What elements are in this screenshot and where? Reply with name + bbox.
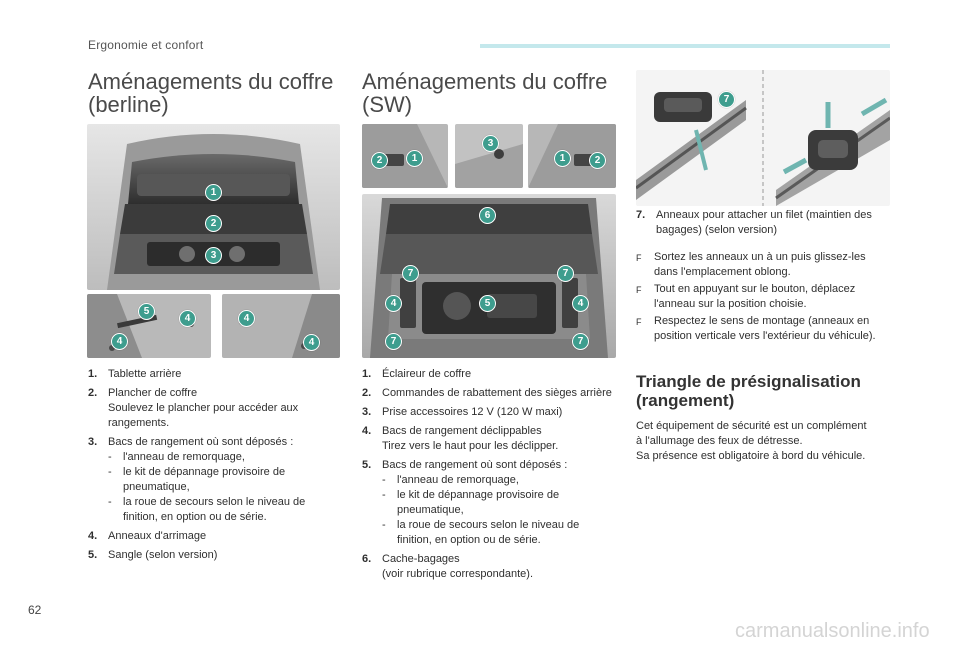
legend-item: 2. Commandes de rabattement des sièges a… [362,387,612,399]
callout-rings-7: 7 [718,91,735,108]
sw-title: Aménagements du coffre (SW) [362,69,608,117]
header-accent-bar [480,44,890,48]
triangle-title: Triangle de présignalisation (rangement) [636,372,861,410]
callout-sw-4a: 4 [385,295,402,312]
instruction-item: F Respectez le sens de montage (anneaux … [636,315,876,342]
legend-item: 3. Bacs de rangement où sont déposés : -… [88,436,306,523]
section-header: Ergonomie et confort [88,38,204,52]
legend-item: 1. Éclaireur de coffre [362,368,472,380]
berline-side-right-photo [222,294,340,358]
callout-sw-2b: 2 [589,152,606,169]
legend-item: 6. Cache-bagages (voir rubrique correspo… [362,553,534,580]
berline-title: Aménagements du coffre (berline) [88,69,334,117]
callout-berline-4b: 4 [111,333,128,350]
callout-berline-1: 1 [205,184,222,201]
callout-sw-5: 5 [479,295,496,312]
callout-berline-4d: 4 [303,334,320,351]
callout-sw-7a: 7 [402,265,419,282]
legend-item: 7. Anneaux pour attacher un filet (maint… [636,209,872,236]
callout-sw-6: 6 [479,207,496,224]
legend-item: 4. Bacs de rangement déclippables Tirez … [362,425,559,452]
legend-item: 5. Sangle (selon version) [88,549,218,561]
legend-item: 2. Plancher de coffre Soulevez le planch… [88,387,299,429]
legend-item: 1. Tablette arrière [88,368,182,380]
callout-berline-4c: 4 [238,310,255,327]
net-ring-illustration [636,70,890,206]
watermark: carmanualsonline.info [735,620,930,642]
callout-berline-4a: 4 [179,310,196,327]
callout-sw-3: 3 [482,135,499,152]
rings-legend: 7. Anneaux pour attacher un filet (maint… [636,208,890,242]
callout-sw-7d: 7 [572,333,589,350]
legend-item: 4. Anneaux d'arrimage [88,530,207,542]
callout-sw-7c: 7 [385,333,402,350]
callout-sw-4b: 4 [572,295,589,312]
sw-legend: 1. Éclaireur de coffre 2. Commandes de r… [362,367,614,586]
rings-instructions: F Sortez les anneaux un à un puis glisse… [636,250,890,346]
legend-item: 5. Bacs de rangement où sont déposés : -… [362,459,580,546]
callout-berline-2: 2 [205,215,222,232]
legend-item: 3. Prise accessoires 12 V (120 W maxi) [362,406,563,418]
callout-sw-1a: 1 [406,150,423,167]
callout-sw-2a: 2 [371,152,388,169]
callout-sw-1b: 1 [554,150,571,167]
sw-socket-photo [455,124,523,188]
callout-berline-3: 3 [205,247,222,264]
berline-trunk-photo [87,124,340,290]
callout-berline-5: 5 [138,303,155,320]
page-number: 62 [28,603,42,617]
instruction-item: F Tout en appuyant sur le bouton, déplac… [636,283,856,310]
instruction-item: F Sortez les anneaux un à un puis glisse… [636,251,866,278]
callout-sw-7b: 7 [557,265,574,282]
triangle-text: Cet équipement de sécurité est un complé… [636,420,867,462]
berline-legend: 1. Tablette arrière 2. Plancher de coffr… [88,367,338,567]
